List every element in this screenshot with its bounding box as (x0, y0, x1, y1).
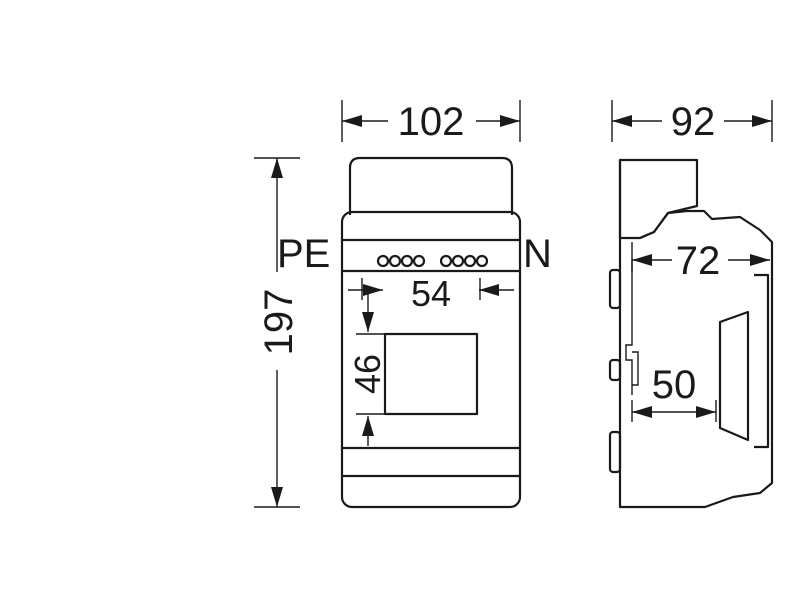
dim-window-height: 46 (347, 292, 388, 446)
side-back-clip-top (608, 268, 622, 310)
side-back-clip-bottom (608, 430, 622, 474)
label-width-side: 92 (671, 100, 716, 144)
label-window-height: 46 (347, 354, 388, 394)
side-front-bulge (754, 273, 770, 449)
dim-height: 197 (254, 157, 301, 508)
front-body (340, 210, 522, 509)
side-back-clip-mid (608, 358, 622, 382)
dim-width-front: 102 (341, 100, 521, 144)
label-width-front: 102 (398, 100, 465, 144)
label-rail-offset: 50 (652, 363, 697, 407)
label-height: 197 (257, 289, 301, 356)
front-top-cover (348, 156, 514, 215)
label-depth-inner: 72 (676, 239, 721, 283)
din-rail (625, 260, 633, 395)
dim-window-width: 54 (348, 273, 514, 314)
n-terminal-row (439, 254, 489, 268)
front-window (383, 332, 479, 416)
dim-rail-offset: 50 (631, 363, 717, 422)
pe-terminal-row (376, 254, 426, 268)
label-pe-terminal: PE (277, 232, 330, 276)
dim-width-side: 92 (611, 100, 773, 144)
front-view (340, 156, 522, 509)
side-view (608, 158, 774, 509)
label-window-width: 54 (411, 273, 451, 314)
side-window-profile (718, 310, 750, 442)
label-n-terminal: N (523, 232, 552, 276)
side-body (618, 160, 774, 509)
dim-depth-inner: 72 (631, 239, 770, 283)
